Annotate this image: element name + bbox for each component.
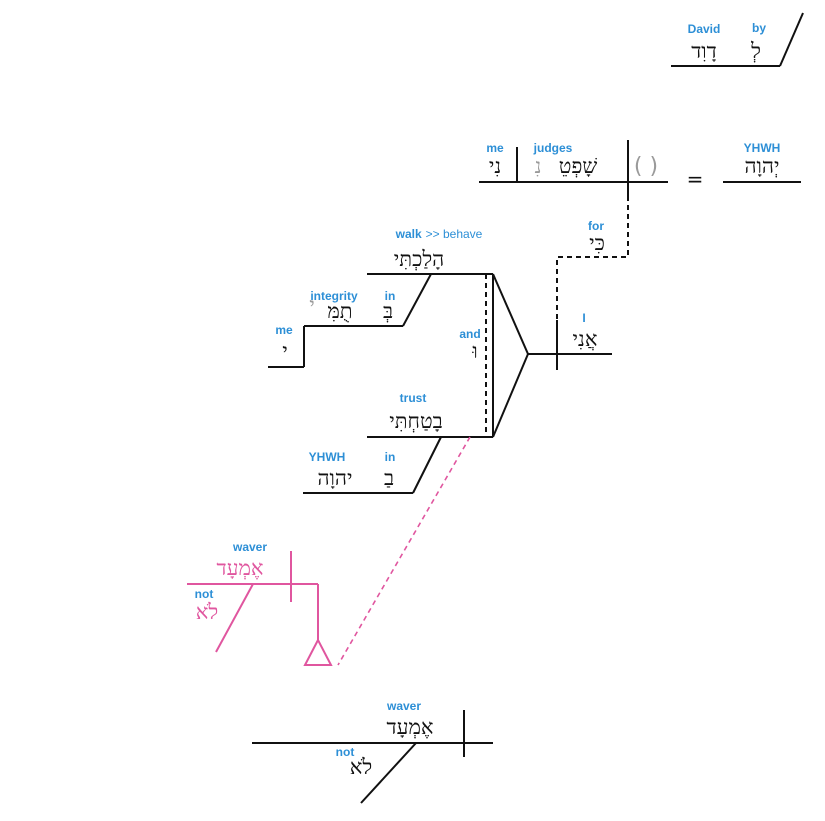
superscription-slant	[779, 12, 804, 67]
word-integrity: תֻמִּ	[327, 299, 352, 323]
gloss-trust: trust	[400, 391, 427, 405]
walk-clause: walk >> behave הָלַכְתִּי integrity in תֻ…	[268, 227, 493, 368]
word-yhwh-trust: יהוָה	[317, 466, 352, 490]
word-david: דָוִד	[691, 39, 717, 63]
gloss-and: and	[459, 327, 480, 341]
gloss-yhwh-main: YHWH	[744, 141, 781, 155]
gloss-david: David	[688, 22, 721, 36]
word-integrity-implied-suffix: י	[309, 293, 315, 317]
for-dashed-connector	[556, 196, 629, 354]
gloss-walk-group: walk >> behave	[395, 227, 483, 241]
gloss-judges: judges	[533, 141, 573, 155]
subject-i: I אֲנִי	[528, 311, 612, 370]
fork-upper-arm	[492, 273, 529, 355]
superscription: David by דָוִד לְ	[671, 12, 804, 67]
final-negation-slant	[360, 742, 417, 804]
word-walk: הָלַכְתִּי	[394, 247, 444, 271]
gloss-in-walk: in	[385, 289, 396, 303]
word-not-final: לֹא	[350, 755, 372, 779]
fork-lower-arm	[492, 353, 529, 438]
word-i: אֲנִי	[573, 327, 598, 351]
trust-modifier-slant	[412, 436, 442, 494]
gloss-yhwh-trust: YHWH	[309, 450, 346, 464]
gloss-by: by	[752, 21, 766, 35]
for-connector: for כִּי	[556, 196, 629, 354]
word-yhwh-main: יְהוָה	[744, 154, 779, 178]
word-trust: בָטַחְתִּי	[389, 409, 443, 433]
word-by: לְ	[750, 39, 761, 63]
equals-sign: =	[687, 167, 704, 191]
gloss-not-final: not	[336, 745, 355, 759]
word-in-trust: בַ	[384, 466, 394, 490]
alternate-pedestal	[303, 637, 333, 666]
word-for: כִּי	[589, 231, 605, 255]
word-waver-alt: אֶמְעָד	[216, 556, 263, 580]
gloss-i: I	[582, 311, 585, 325]
gloss-for: for	[588, 219, 604, 233]
word-me-main: נִי	[489, 154, 501, 178]
compound-fork: and וּ	[459, 273, 529, 438]
gloss-walk: walk	[395, 227, 422, 241]
gloss-waver-alt: waver	[232, 540, 267, 554]
word-waver-final: אֶמְעָד	[386, 715, 433, 739]
gloss-not-alt: not	[195, 587, 214, 601]
gloss-integrity: integrity	[310, 289, 358, 303]
word-in-walk: בְּ	[383, 299, 393, 323]
word-and: וּ	[471, 339, 477, 363]
word-implied-suffix: נִ	[535, 154, 542, 178]
trust-clause: trust בָטַחְתִּי YHWH in יהוָה בַ	[303, 391, 493, 494]
alternate-negation-slant	[215, 583, 254, 653]
gloss-behave: >> behave	[426, 227, 483, 241]
alternate-clause: waver אֶמְעָד not לֹא	[187, 436, 471, 666]
gloss-me-main: me	[486, 141, 504, 155]
gloss-waver-final: waver	[386, 699, 421, 713]
walk-modifier-slant	[402, 273, 432, 327]
word-judges: שָׁפְטֵ	[559, 154, 598, 178]
word-me-walk: י	[282, 339, 288, 363]
implied-subject: ( )	[634, 154, 658, 179]
final-clause: waver אֶמְעָד not לֹא	[252, 699, 493, 804]
gloss-in-trust: in	[385, 450, 396, 464]
gloss-me-walk: me	[275, 323, 293, 337]
word-not-alt: לֹא	[196, 600, 218, 624]
alternate-dashed-link	[337, 436, 471, 666]
main-clause: me judges YHWH נִי שָׁפְטֵ נִ ( ) = יְהו…	[479, 140, 801, 196]
